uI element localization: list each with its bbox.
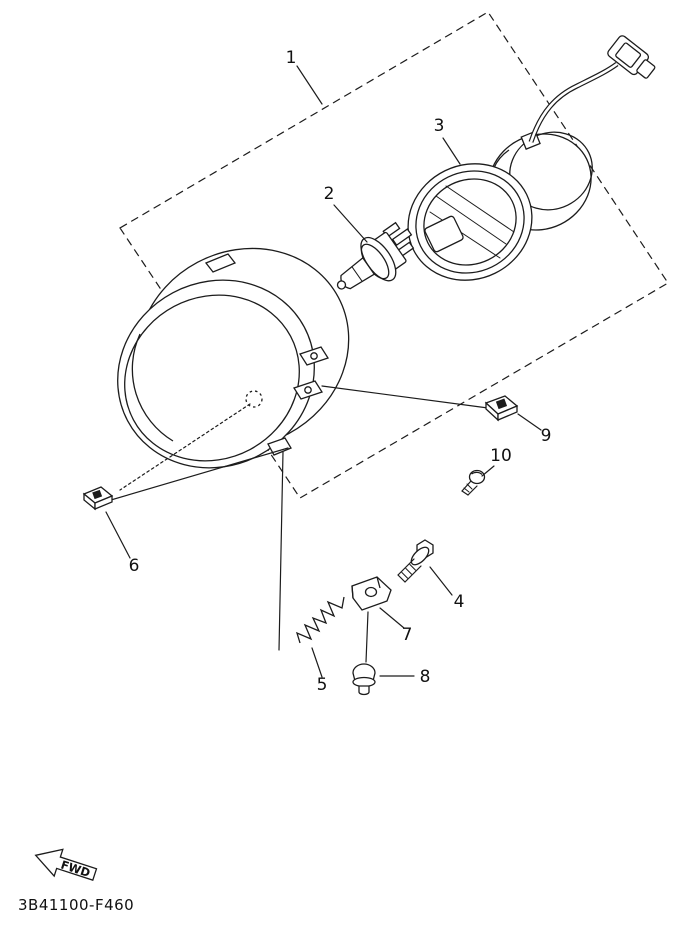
wire-connector <box>607 35 656 79</box>
leader-line-7 <box>379 607 405 629</box>
halogen-bulb <box>336 221 415 290</box>
wire-harness <box>528 61 619 143</box>
callout-label-5[interactable]: 5 <box>317 675 328 695</box>
clip-nut-6 <box>82 486 114 511</box>
clip-nut-9 <box>484 395 519 422</box>
callout-label-4[interactable]: 4 <box>454 592 465 612</box>
leader-line-6 <box>105 511 131 559</box>
callout-label-7[interactable]: 7 <box>402 625 413 645</box>
bolt-4 <box>397 539 434 583</box>
leader-line-9 <box>517 413 542 431</box>
leader-line-10 <box>481 465 495 477</box>
headlight-lens-assembly <box>117 247 350 469</box>
headlight-housing <box>407 130 593 281</box>
leader-line-3 <box>442 137 461 165</box>
spring-5 <box>295 596 345 644</box>
fwd-arrow: FWD <box>34 848 98 881</box>
leader-line-2 <box>333 204 368 243</box>
housing-spokes <box>429 185 515 259</box>
callout-label-9[interactable]: 9 <box>541 426 552 446</box>
callout-label-1[interactable]: 1 <box>286 48 297 68</box>
callout-label-2[interactable]: 2 <box>324 184 335 204</box>
callout-label-8[interactable]: 8 <box>420 667 431 687</box>
adjuster-nut-8 <box>352 663 376 696</box>
fwd-label: FWD <box>59 857 92 880</box>
leader-line-5 <box>311 647 323 678</box>
leader-line-1 <box>296 65 323 105</box>
part-code: 3B41100-F460 <box>18 896 134 914</box>
callout-leader-lines <box>105 65 542 678</box>
bracket-7 <box>351 576 392 611</box>
callout-label-6[interactable]: 6 <box>129 556 140 576</box>
callout-label-10[interactable]: 10 <box>490 446 512 466</box>
reference-lines <box>103 385 489 663</box>
leader-line-4 <box>429 566 453 596</box>
callout-label-3[interactable]: 3 <box>434 116 445 136</box>
screw-10 <box>461 469 486 496</box>
